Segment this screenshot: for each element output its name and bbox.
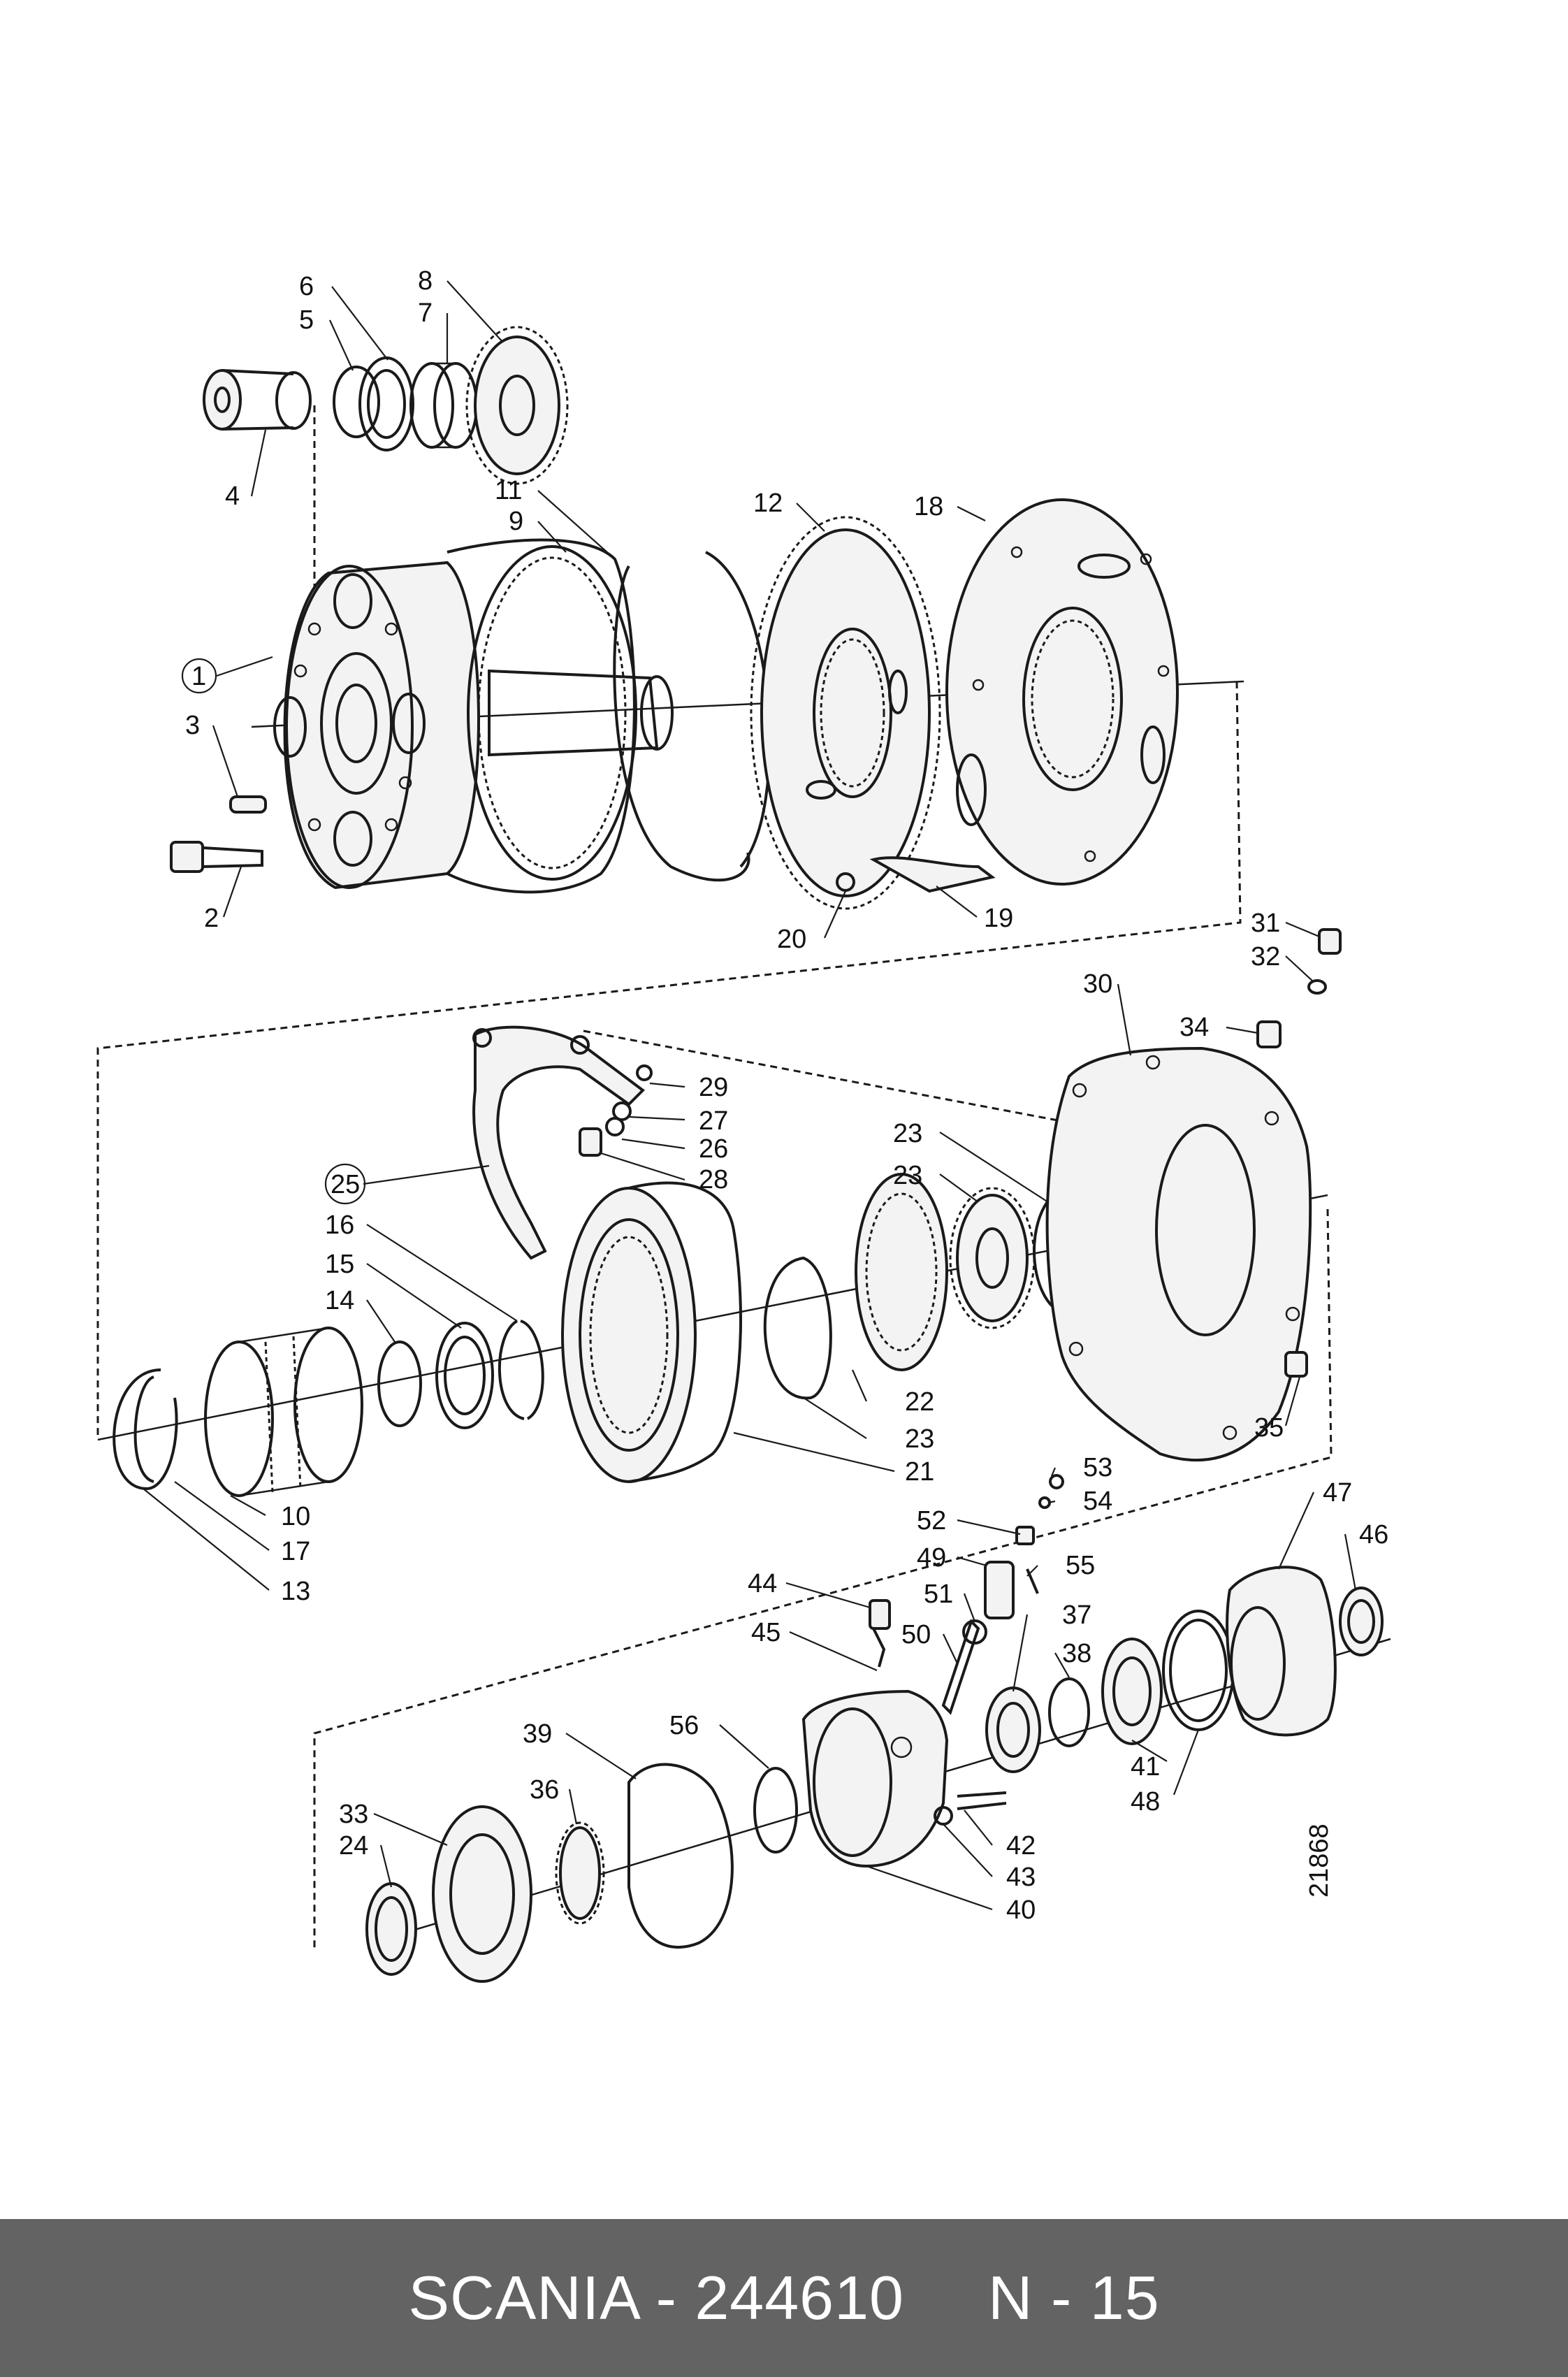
part-shift-fork	[472, 1025, 646, 1260]
callout-labels: 6 5 8 7 4 11 9 12 18 1 3 2 20 19 31 32 3…	[143, 266, 1388, 1925]
callout-4: 4	[225, 482, 240, 511]
callout-23-lower: 23	[905, 1424, 934, 1454]
part-output-housing	[801, 1689, 949, 1868]
callout-18: 18	[914, 492, 943, 521]
callout-32: 31	[1251, 909, 1280, 938]
callout-45: 44	[748, 1569, 777, 1598]
brand-part-number: SCANIA - 244610	[408, 2263, 904, 2332]
callout-10: 10	[281, 1502, 310, 1531]
callout-21: 21	[905, 1457, 934, 1487]
part-output-flange	[1226, 1566, 1337, 1737]
callout-12: 12	[753, 489, 783, 518]
callout-44: 43	[1006, 1863, 1036, 1892]
callout-49: 48	[1131, 1787, 1160, 1816]
callout-30: 29	[699, 1073, 728, 1102]
callout-41: 40	[1006, 1895, 1036, 1925]
callout-38: 37	[1062, 1601, 1091, 1630]
callout-43: 42	[1006, 1831, 1036, 1861]
callout-9: 9	[509, 507, 523, 536]
callout-46: 45	[751, 1618, 781, 1647]
callout-8: 8	[418, 266, 433, 296]
callout-29: 28	[699, 1165, 728, 1194]
callout-47: 46	[1359, 1520, 1388, 1549]
callout-24: 23	[893, 1161, 922, 1190]
part-synchro-clutch	[561, 1181, 742, 1483]
part-planet-gear	[465, 326, 569, 485]
callout-55: 54	[1083, 1487, 1112, 1516]
part-range-housing	[1045, 1046, 1312, 1462]
callout-48: 47	[1323, 1478, 1352, 1508]
callout-23-upper: 23	[893, 1119, 922, 1148]
callout-15: 15	[325, 1250, 354, 1279]
page-code: N - 15	[988, 2263, 1160, 2332]
callout-39: 38	[1062, 1639, 1091, 1668]
footer-bar: SCANIA - 244610 N - 15	[0, 2219, 1568, 2377]
part-needle-bearing-long	[204, 1327, 363, 1497]
callout-31: 30	[1083, 969, 1112, 999]
callout-35: 34	[1179, 1013, 1209, 1042]
callout-33: 32	[1251, 942, 1280, 971]
part-bolt	[170, 841, 263, 873]
callout-34: 33	[339, 1800, 368, 1829]
callout-36: 35	[1254, 1413, 1284, 1443]
drawing-number: 21868	[1305, 1823, 1334, 1898]
callout-7: 7	[418, 298, 433, 328]
callout-19: 19	[984, 904, 1013, 933]
part-output-bearing	[432, 1805, 532, 1983]
part-sliding-sleeve	[855, 1173, 948, 1371]
part-cover-plate	[945, 498, 1179, 886]
callout-2: 2	[204, 904, 219, 933]
callout-27: 26	[699, 1134, 728, 1164]
part-sun-gear-plate	[750, 516, 941, 910]
callout-37: 36	[530, 1775, 559, 1805]
callout-51: 50	[901, 1620, 931, 1649]
callout-26: 25	[331, 1170, 360, 1199]
callout-56: 55	[1066, 1551, 1095, 1580]
part-needle-bearing	[409, 362, 478, 449]
part-ring-gear	[447, 538, 674, 894]
callout-3: 3	[185, 711, 200, 740]
callout-22: 22	[905, 1387, 934, 1417]
callout-50: 49	[917, 1543, 946, 1573]
callout-5: 5	[299, 305, 314, 335]
callout-40: 39	[523, 1719, 552, 1749]
callout-20: 20	[777, 925, 806, 954]
part-planet-carrier	[273, 561, 480, 890]
exploded-parts-diagram: 6 5 8 7 4 11 9 12 18 1 3 2 20 19 31 32 3…	[96, 266, 1391, 1983]
part-pin	[229, 795, 267, 814]
callout-1: 1	[191, 662, 206, 691]
part-bushing	[203, 369, 312, 431]
footer-text: SCANIA - 244610 N - 15	[408, 2262, 1159, 2334]
callout-14: 14	[325, 1286, 354, 1315]
callout-28: 27	[699, 1106, 728, 1136]
callout-57: 56	[669, 1711, 699, 1740]
part-speedometer-drive	[941, 1474, 1064, 1715]
callout-6: 6	[299, 272, 314, 301]
callout-11: 11	[495, 476, 522, 505]
callout-25: 24	[339, 1831, 368, 1861]
callout-54: 53	[1083, 1453, 1112, 1482]
callout-42: 41	[1131, 1752, 1160, 1782]
callout-13: 13	[281, 1577, 310, 1606]
callout-16: 16	[325, 1211, 354, 1240]
callout-52: 51	[924, 1580, 953, 1609]
callout-53: 52	[917, 1506, 946, 1536]
callout-17: 17	[281, 1537, 310, 1566]
